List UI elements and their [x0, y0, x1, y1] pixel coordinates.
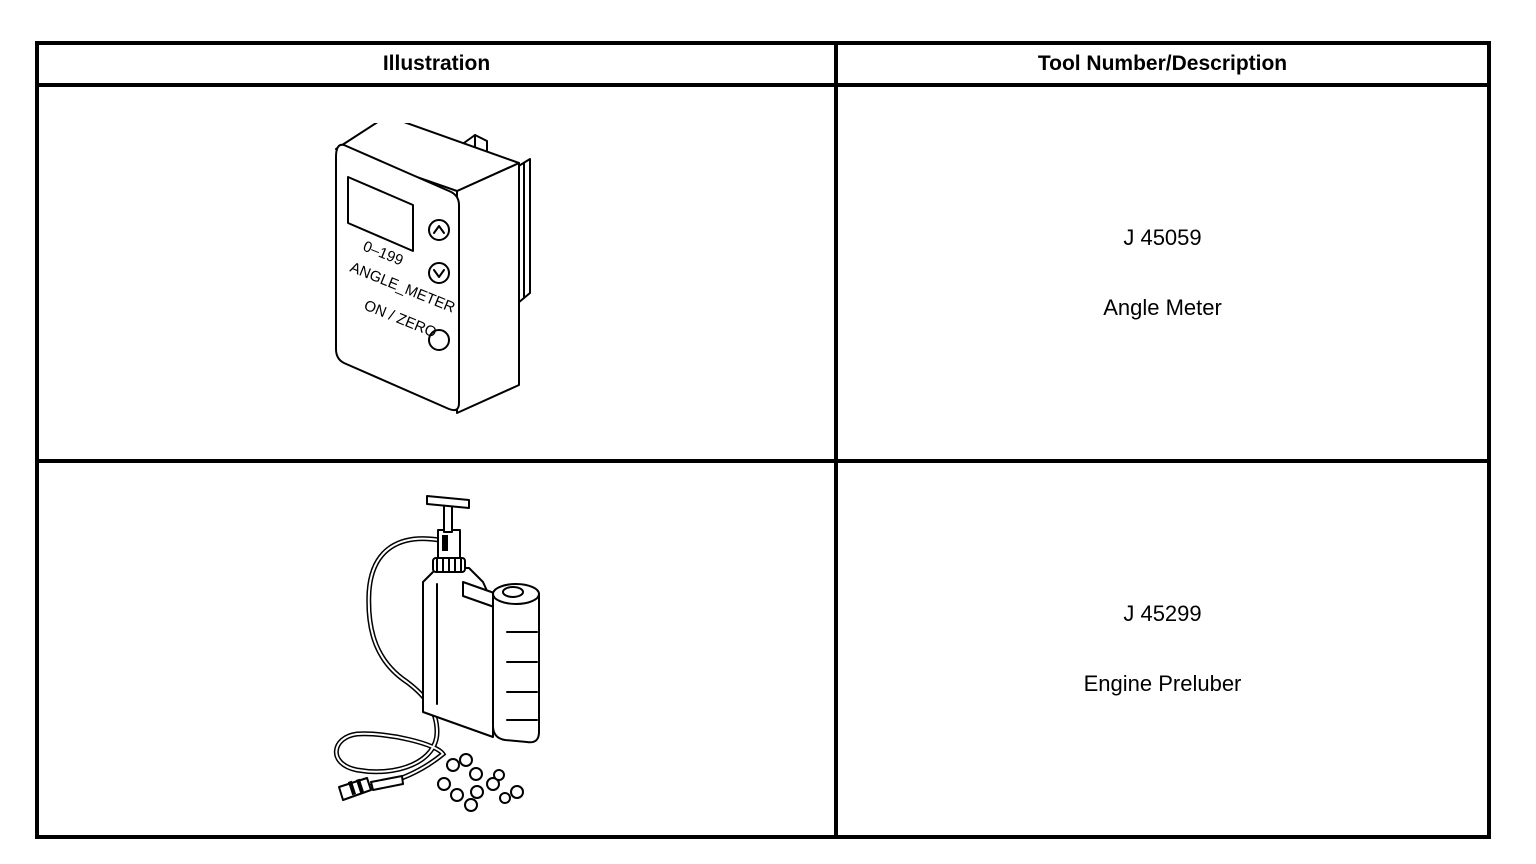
fitting-icon [436, 753, 524, 812]
header-row: Illustration Tool Number/Description [35, 41, 1491, 87]
table-row: J 45299 Engine Preluber [35, 459, 1491, 839]
table-row: 0–199 ANGLE_METER ON / ZERO J 45059 Angl… [35, 83, 1491, 463]
tool-cell: J 45299 Engine Preluber [834, 459, 1491, 839]
tool-description: Engine Preluber [1083, 671, 1242, 696]
tool-description: Angle Meter [1103, 295, 1222, 320]
illustration-header: Illustration [35, 41, 838, 87]
tool-number: J 45059 [1123, 225, 1202, 250]
tool-header: Tool Number/Description [834, 41, 1491, 87]
tool-cell: J 45059 Angle Meter [834, 83, 1491, 463]
tools-table: Illustration Tool Number/Description [35, 41, 1491, 839]
illustration-cell: 0–199 ANGLE_METER ON / ZERO [35, 83, 838, 463]
engine-preluber-icon [333, 495, 540, 812]
tool-number: J 45299 [1123, 601, 1202, 626]
angle-meter-icon: 0–199 ANGLE_METER ON / ZERO [334, 123, 531, 414]
illustration-cell [35, 459, 838, 839]
